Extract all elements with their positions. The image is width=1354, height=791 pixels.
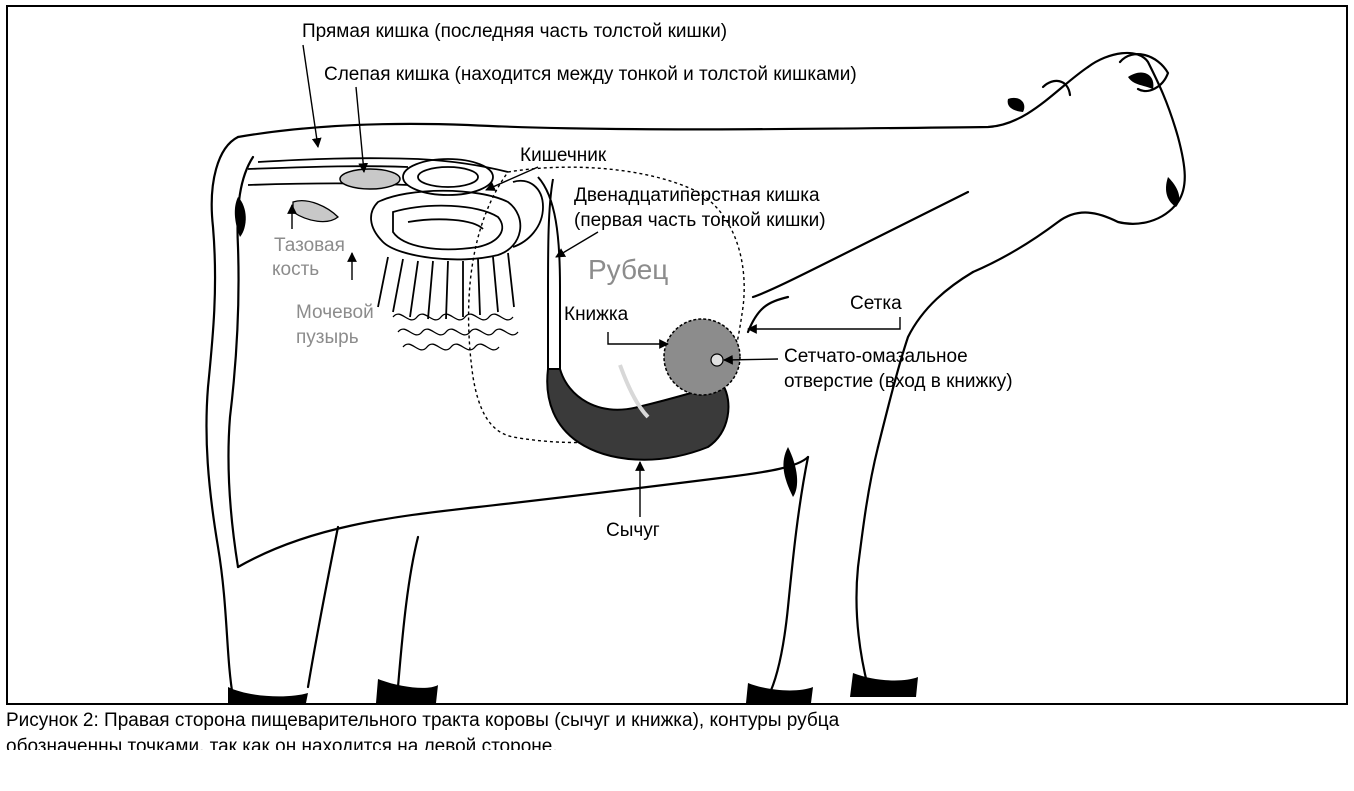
label-rectum: Прямая кишка (последняя часть толстой ки… bbox=[302, 21, 727, 42]
label-orifice-2: отверстие (вход в книжку) bbox=[784, 371, 1013, 392]
arrow-intestine bbox=[486, 167, 538, 190]
label-duodenum-1: Двенадцатиперстная кишка bbox=[574, 185, 820, 206]
label-pelvic-1: Тазовая bbox=[274, 235, 345, 256]
label-reticulum: Сетка bbox=[850, 293, 902, 314]
label-abomasum: Сычуг bbox=[606, 520, 660, 541]
label-cecum: Слепая кишка (находится между тонкой и т… bbox=[324, 64, 857, 85]
arrow-orifice bbox=[724, 359, 778, 360]
omasum-organ bbox=[664, 319, 740, 395]
caption-line-2: обозначенны точками, так как он находитс… bbox=[6, 734, 1348, 750]
label-bladder-2: пузырь bbox=[296, 327, 359, 348]
caption-line-1: Рисунок 2: Правая сторона пищеварительно… bbox=[6, 708, 1348, 734]
cecum-organ bbox=[340, 169, 400, 189]
arrow-reticulum bbox=[748, 317, 900, 329]
bladder-organ bbox=[293, 201, 338, 222]
mesentery-curls bbox=[393, 314, 518, 350]
label-intestine: Кишечник bbox=[520, 145, 607, 166]
label-duodenum-2: (первая часть тонкой кишки) bbox=[574, 210, 826, 231]
label-orifice-1: Сетчато-омазальное bbox=[784, 346, 968, 367]
label-pelvic-2: кость bbox=[272, 259, 319, 280]
duodenum-tube bbox=[538, 177, 560, 369]
cow-digestive-diagram: Прямая кишка (последняя часть толстой ки… bbox=[6, 5, 1348, 705]
label-rumen: Рубец bbox=[588, 254, 668, 285]
arrow-rectum bbox=[303, 45, 318, 147]
orifice-marker bbox=[711, 354, 723, 366]
label-bladder-1: Мочевой bbox=[296, 302, 374, 323]
label-omasum: Книжка bbox=[564, 304, 629, 325]
figure-caption: Рисунок 2: Правая сторона пищеварительно… bbox=[6, 708, 1348, 750]
diagram-canvas: Прямая кишка (последняя часть толстой ки… bbox=[8, 7, 1346, 703]
arrow-omasum bbox=[608, 332, 668, 344]
